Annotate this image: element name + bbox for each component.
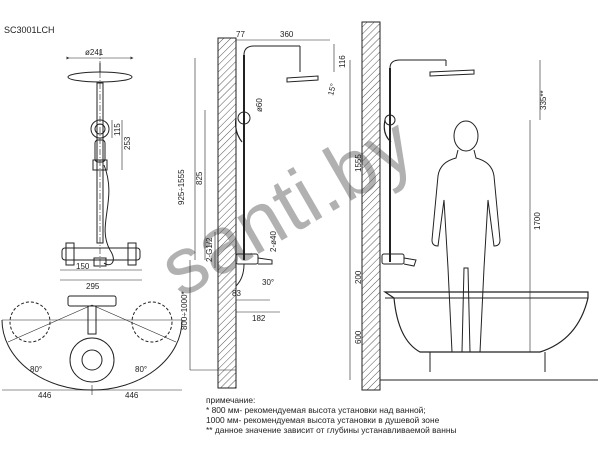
front-dim-head: ø241 bbox=[85, 48, 104, 57]
bath-dim-mixer: 200 bbox=[354, 270, 363, 284]
top-angle-left: 80° bbox=[30, 365, 42, 374]
notes-line-1: * 800 мм- рекомендуемая высота установки… bbox=[206, 405, 426, 415]
side-dim-holder: ø60 bbox=[255, 98, 264, 112]
side-dim-head-drop: 116 bbox=[338, 55, 347, 68]
top-dim-right: 446 bbox=[125, 391, 139, 400]
side-dim-spout-length: 182 bbox=[252, 314, 266, 323]
model-code: SC3001LCH bbox=[4, 25, 55, 35]
side-dim-spout-angle: 30° bbox=[262, 278, 274, 287]
bath-view bbox=[349, 21, 598, 391]
side-dim-rail: 825 bbox=[195, 171, 204, 185]
side-dim-arm-length: 360 bbox=[280, 30, 294, 39]
front-view bbox=[60, 50, 142, 281]
side-dim-wall-offset: 77 bbox=[236, 30, 245, 39]
bath-dim-total: 1555 bbox=[354, 154, 363, 172]
side-dim-tilt: 15° bbox=[326, 82, 338, 96]
notes-line-3: ** данное значение зависит от глубины ус… bbox=[206, 425, 457, 435]
watermark-text: santi.by bbox=[145, 99, 428, 314]
side-dim-connect: 2-G1/2 bbox=[205, 237, 214, 262]
notes-title: примечание: bbox=[206, 395, 256, 405]
front-dim-mixer: 295 bbox=[86, 282, 100, 291]
bath-dim-person: 1700 bbox=[533, 212, 542, 230]
front-dim-spout: 150 bbox=[76, 262, 90, 271]
top-dim-left: 446 bbox=[38, 391, 52, 400]
front-dim-hand-span: 115 bbox=[113, 123, 122, 136]
notes-line-2: 1000 мм- рекомендуемая высота установки … bbox=[206, 415, 440, 425]
top-angle-right: 80° bbox=[135, 365, 147, 374]
side-dim-range: 925÷1555 bbox=[177, 169, 186, 205]
front-dim-hand-total: 253 bbox=[123, 136, 132, 150]
bath-dim-head-top: 335** bbox=[539, 90, 548, 110]
side-dim-install: 800÷1000* bbox=[180, 291, 189, 330]
bath-dim-floor: 600 bbox=[354, 330, 363, 344]
notes-block: примечание: * 800 мм- рекомендуемая высо… bbox=[206, 395, 596, 435]
top-view bbox=[1, 295, 183, 395]
side-dim-spout-offset: 83 bbox=[232, 289, 241, 298]
side-dim-pipe: 2-ø40 bbox=[269, 231, 278, 252]
side-view bbox=[189, 37, 335, 389]
